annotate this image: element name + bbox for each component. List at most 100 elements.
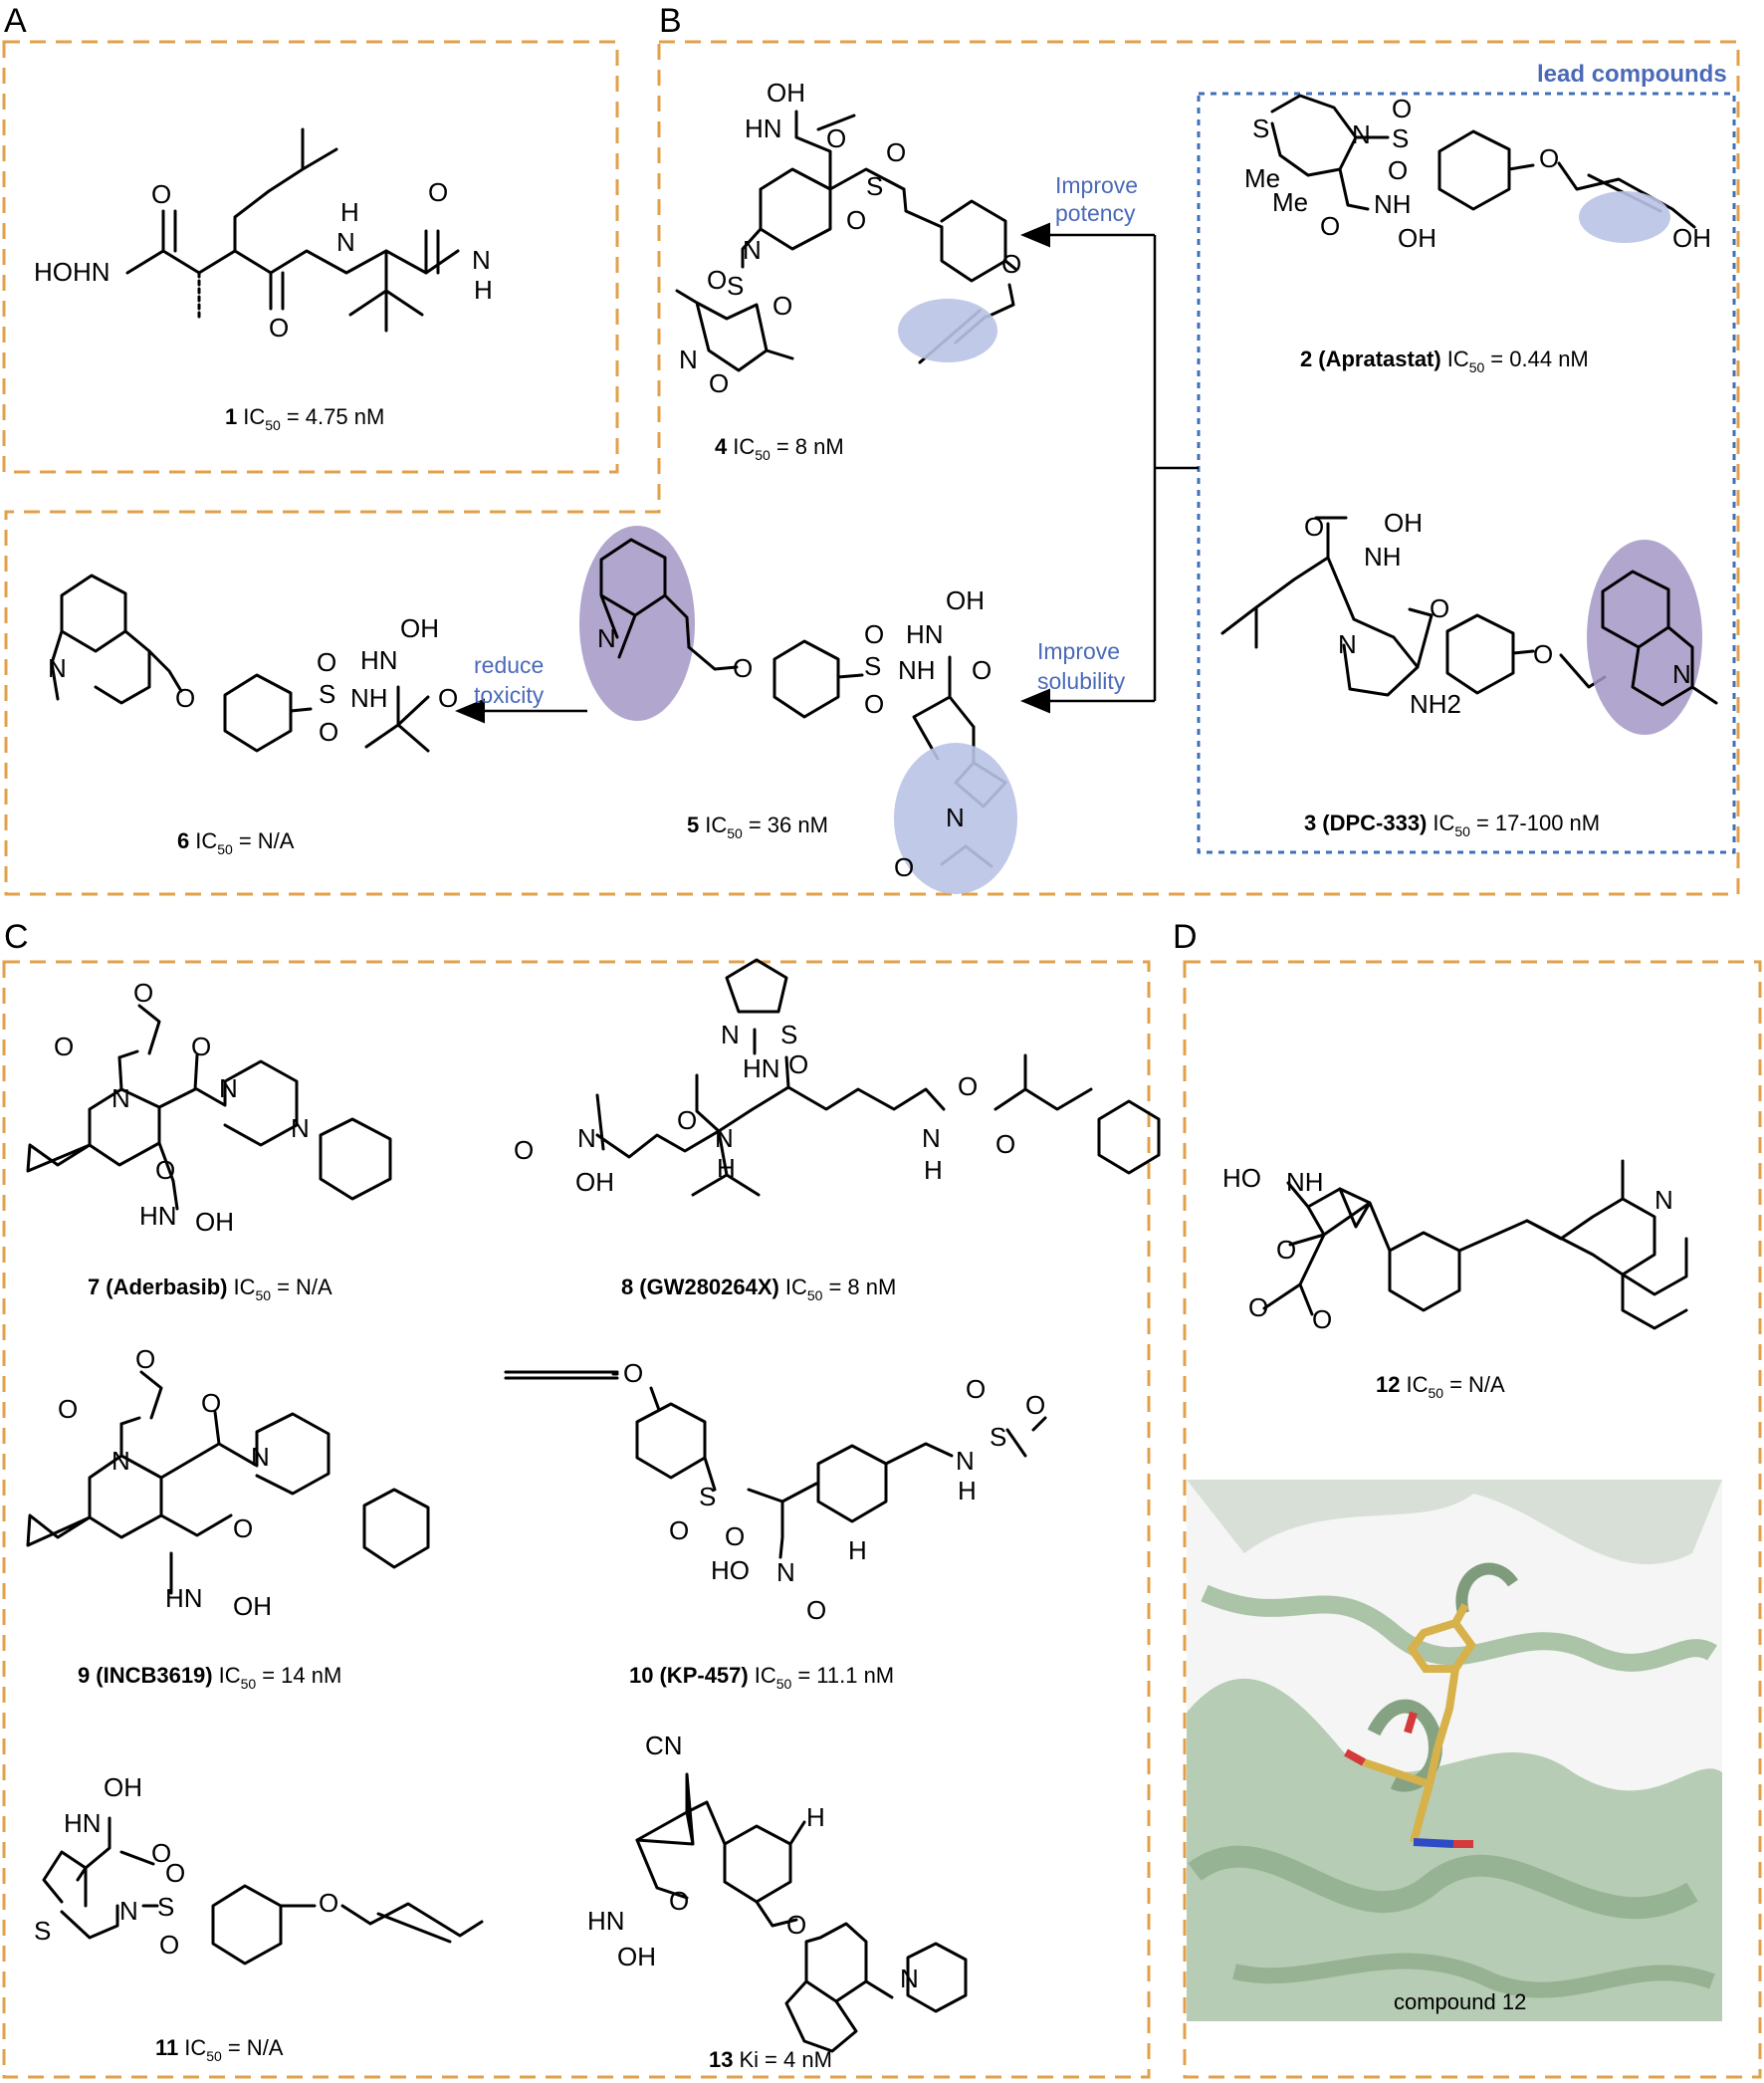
compound-12-structure — [1262, 1159, 1688, 1330]
docking-image: compound 12 — [1187, 1480, 1722, 2021]
svg-text:2(Apratastat)IC50= 0.44 nM: 2(Apratastat)IC50= 0.44 nM — [1300, 347, 1589, 375]
lead-compounds-title: lead compounds — [1537, 61, 1727, 88]
svg-text:N: N — [251, 1442, 270, 1472]
panel-a-frame — [2, 40, 619, 474]
svg-text:O: O — [58, 1394, 78, 1424]
svg-text:O: O — [886, 137, 906, 167]
compound-1-structure — [125, 127, 460, 333]
svg-text:O: O — [958, 1071, 978, 1101]
svg-text:S: S — [1392, 123, 1409, 153]
svg-text:OH: OH — [1398, 223, 1436, 253]
svg-text:O: O — [165, 1858, 185, 1888]
svg-text:N: N — [956, 1446, 975, 1476]
panel-c-frame — [2, 960, 1151, 2079]
svg-text:O: O — [786, 1910, 806, 1940]
compound-11-structure — [42, 1816, 484, 1966]
panel-label-a: A — [4, 2, 27, 40]
svg-text:N: N — [743, 235, 762, 265]
svg-text:O: O — [175, 683, 195, 713]
svg-text:N: N — [679, 345, 698, 374]
svg-text:S: S — [157, 1892, 174, 1922]
compound-7-structure — [26, 1004, 392, 1211]
reaction-arrows — [455, 222, 1199, 724]
svg-text:N: N — [111, 1083, 130, 1113]
svg-text:3(DPC-333)IC50= 17-100 nM: 3(DPC-333)IC50= 17-100 nM — [1304, 810, 1600, 839]
compound-10-structure — [504, 1370, 1047, 1559]
svg-text:OH: OH — [1384, 508, 1423, 538]
svg-text:HN: HN — [745, 114, 782, 143]
svg-text:H: H — [958, 1476, 977, 1505]
svg-text:O: O — [1276, 1235, 1296, 1265]
svg-text:N: N — [946, 803, 965, 832]
svg-text:O: O — [1533, 639, 1553, 669]
compound-13-atoms: CN H O HN O OH N — [587, 1731, 919, 1993]
compound-8-atoms: N S HN O O N OH O N H O N H O — [514, 1020, 1015, 1197]
panel-b-frame — [4, 40, 1740, 896]
svg-text:O: O — [428, 177, 448, 207]
svg-text:O: O — [1392, 94, 1412, 123]
svg-text:O: O — [159, 1930, 179, 1960]
svg-text:O: O — [725, 1521, 745, 1551]
caption-compound-3: 3(DPC-333)IC50= 17-100 nM — [1304, 810, 1600, 839]
svg-text:O: O — [1539, 143, 1559, 173]
svg-text:O: O — [1001, 249, 1021, 279]
svg-text:N: N — [577, 1123, 596, 1153]
compound-9-atoms: O O O N N O HN OH — [58, 1344, 272, 1621]
caption-compound-10: 10(KP-457)IC50= 11.1 nM — [629, 1663, 894, 1692]
svg-text:O: O — [1248, 1292, 1268, 1322]
svg-text:OH: OH — [1672, 223, 1711, 253]
panel-label-c: C — [4, 918, 29, 956]
svg-text:OH: OH — [767, 78, 805, 108]
svg-text:O: O — [1430, 593, 1449, 623]
svg-text:S: S — [1252, 114, 1269, 143]
svg-text:O: O — [233, 1513, 253, 1543]
compound-3-atoms: O OH NH N O NH2 O N — [1304, 508, 1691, 719]
svg-text:HO: HO — [1222, 1163, 1261, 1193]
svg-text:HN: HN — [743, 1053, 780, 1083]
svg-text:O: O — [54, 1032, 74, 1061]
svg-text:O: O — [788, 1049, 808, 1079]
svg-text:O: O — [669, 1515, 689, 1545]
reduce-toxicity-line1: reduce — [474, 652, 544, 678]
svg-text:N: N — [111, 1446, 130, 1476]
svg-text:O: O — [269, 313, 289, 343]
reduce-toxicity-line2: toxicity — [474, 682, 545, 708]
compound-6-structure — [50, 574, 430, 753]
caption-compound-8: 8(GW280264X)IC50= 8 nM — [621, 1274, 896, 1303]
svg-text:HOHN: HOHN — [34, 257, 110, 287]
svg-text:NH: NH — [1364, 542, 1402, 572]
svg-text:H: H — [924, 1155, 943, 1185]
svg-text:S: S — [864, 651, 881, 681]
compound-13-structure — [635, 1772, 968, 2053]
svg-text:O: O — [155, 1155, 175, 1185]
compound-3-quinoline — [1601, 570, 1718, 707]
svg-text:NH: NH — [1374, 189, 1412, 219]
svg-text:O: O — [1025, 1390, 1045, 1420]
svg-text:O: O — [864, 689, 884, 719]
svg-text:NH: NH — [1286, 1167, 1324, 1197]
svg-text:O: O — [151, 1838, 171, 1868]
svg-text:HN: HN — [360, 645, 398, 675]
svg-text:H: H — [806, 1802, 825, 1832]
panel-d-frame — [1183, 960, 1762, 2079]
docking-label: compound 12 — [1394, 1989, 1526, 2014]
svg-text:O: O — [995, 1129, 1015, 1159]
svg-text:OH: OH — [195, 1207, 234, 1237]
svg-text:O: O — [894, 852, 914, 882]
svg-text:O: O — [438, 683, 458, 713]
svg-text:HO: HO — [711, 1555, 750, 1585]
compound-1-atoms: HOHN O O H N O N H — [34, 177, 493, 343]
svg-text:N: N — [597, 623, 616, 653]
svg-text:N: N — [721, 1020, 740, 1049]
compound-2-alkyne-highlight — [1579, 191, 1670, 243]
svg-text:O: O — [1320, 211, 1340, 241]
compound-3-quinoline-highlight — [1587, 540, 1702, 735]
svg-text:O: O — [151, 179, 171, 209]
